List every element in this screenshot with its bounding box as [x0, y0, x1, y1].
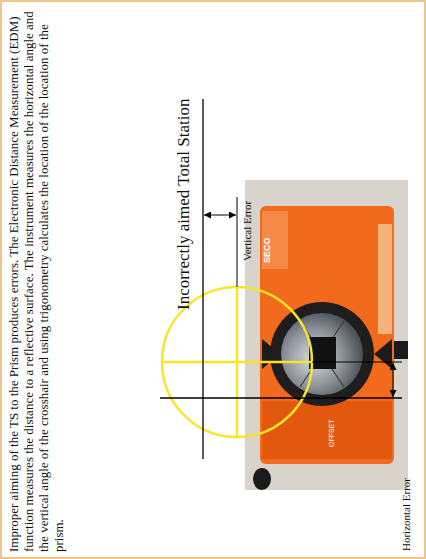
- crosshair-line: [202, 99, 203, 459]
- part-marking: OFFSET: [328, 419, 335, 447]
- brand-mark: SECO: [262, 237, 272, 263]
- holder-knob: [253, 468, 271, 490]
- figure-title: Incorrectly aimed Total Station: [174, 99, 194, 310]
- prism-ring: [270, 302, 374, 406]
- dimension-arrow: [204, 215, 236, 216]
- offset-bracket: [262, 401, 392, 459]
- dimension-label: Vertical Error: [241, 201, 253, 261]
- sight-crosshair: [162, 361, 312, 364]
- aim-tab: [374, 339, 392, 369]
- caption-text: Improper aiming of the TS to the Prism p…: [6, 6, 66, 552]
- holder-plate: [262, 211, 288, 269]
- holder-bar: [378, 224, 392, 334]
- prism-holder: [260, 206, 394, 464]
- photo-background: [245, 180, 408, 490]
- dimension-label: Horizontal Error: [400, 478, 412, 551]
- extension-line: [237, 197, 238, 287]
- holder-stud: [394, 341, 408, 359]
- crosshair-line: [160, 397, 402, 398]
- prism-glass: [281, 313, 363, 395]
- dimension-arrow: [393, 363, 394, 397]
- extension-line: [312, 362, 402, 363]
